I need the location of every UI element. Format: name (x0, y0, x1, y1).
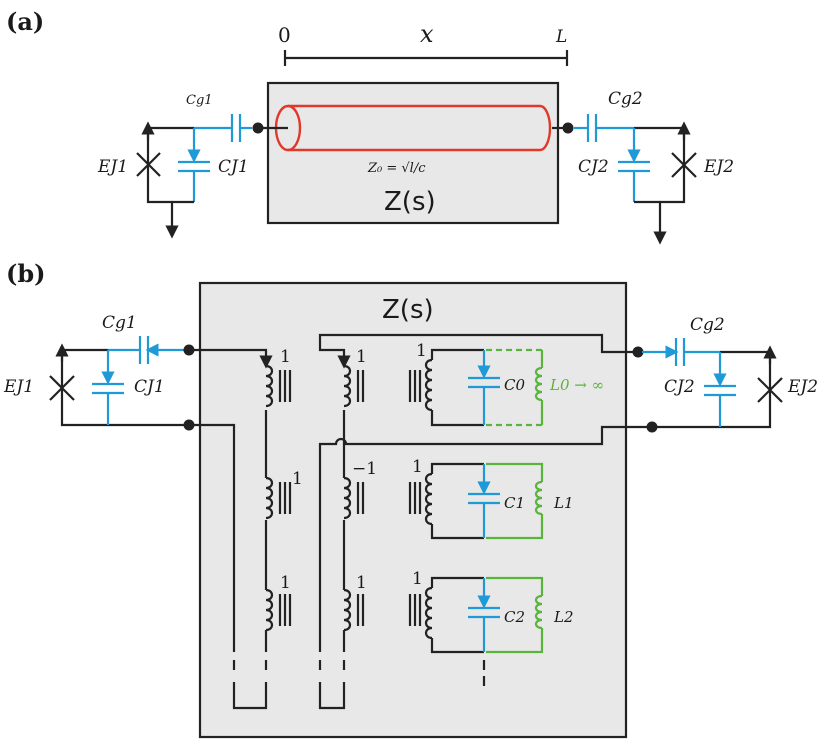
ej2-label-b: EJ2 (787, 377, 818, 397)
panel-b: (b) Z(s) Cg1 EJ1 CJ1 (3, 259, 818, 739)
transformer-column-2: 1 −1 1 (318, 333, 652, 710)
right-junction-a (562, 114, 697, 245)
ratio-c1-r2: 1 (292, 469, 303, 489)
length-axis: 0 x L (278, 20, 569, 66)
mode-0: 1 C0 L0 → ∞ (408, 341, 604, 427)
panel-a: (a) 0 x L Z₀ = √l/c Z(s) (6, 7, 734, 245)
left-junction-b (49, 336, 195, 431)
cj1-label-b: CJ1 (134, 377, 165, 397)
axis-end-label: L (555, 27, 567, 47)
cg1-label-b: Cg1 (102, 313, 137, 333)
ratio-c2-r1: 1 (356, 347, 367, 367)
ratio-c3-r3: 1 (412, 569, 423, 589)
mode-resonators: 1 C0 L0 → ∞ 1 C1 L1 (408, 341, 604, 690)
ratio-c2-r3: 1 (356, 573, 367, 593)
l2-label: L2 (553, 608, 574, 626)
ratio-c1-r3: 1 (280, 573, 291, 593)
transformer-column-1: 1 1 1 (189, 347, 303, 710)
ej2-label-a: EJ2 (703, 157, 734, 177)
panel-a-label: (a) (6, 7, 44, 36)
impedance-formula: Z₀ = √l/c (367, 161, 426, 176)
panel-b-label: (b) (6, 259, 46, 288)
ej1-label-a: EJ1 (97, 157, 128, 177)
left-junction-a (136, 114, 264, 239)
c2-label: C2 (504, 608, 525, 626)
l1-label: L1 (553, 494, 574, 512)
l0-label: L0 → ∞ (549, 376, 604, 394)
box-label-b: Z(s) (382, 295, 434, 325)
ratio-c1-r1: 1 (280, 347, 291, 367)
ej1-label-b: EJ1 (3, 377, 34, 397)
box-label-a: Z(s) (384, 187, 436, 217)
mode-2: 1 C2 L2 (408, 569, 574, 690)
ratio-c3-r1: 1 (416, 341, 427, 361)
cg2-label-a: Cg2 (608, 89, 643, 109)
c1-label: C1 (504, 494, 525, 512)
axis-var-label: x (420, 20, 434, 48)
ratio-c2-r2: −1 (352, 459, 377, 479)
cg2-label-b: Cg2 (690, 315, 725, 335)
ratio-c3-r2: 1 (412, 457, 423, 477)
right-junction-b (632, 338, 783, 433)
cj1-label-a: CJ1 (218, 157, 249, 177)
axis-start-label: 0 (278, 23, 291, 47)
cj2-label-a: CJ2 (578, 157, 609, 177)
cj2-label-b: CJ2 (664, 377, 695, 397)
c0-label: C0 (504, 376, 525, 394)
mode-1: 1 C1 L1 (408, 457, 574, 540)
cg1-label-a: Cg1 (186, 93, 213, 108)
